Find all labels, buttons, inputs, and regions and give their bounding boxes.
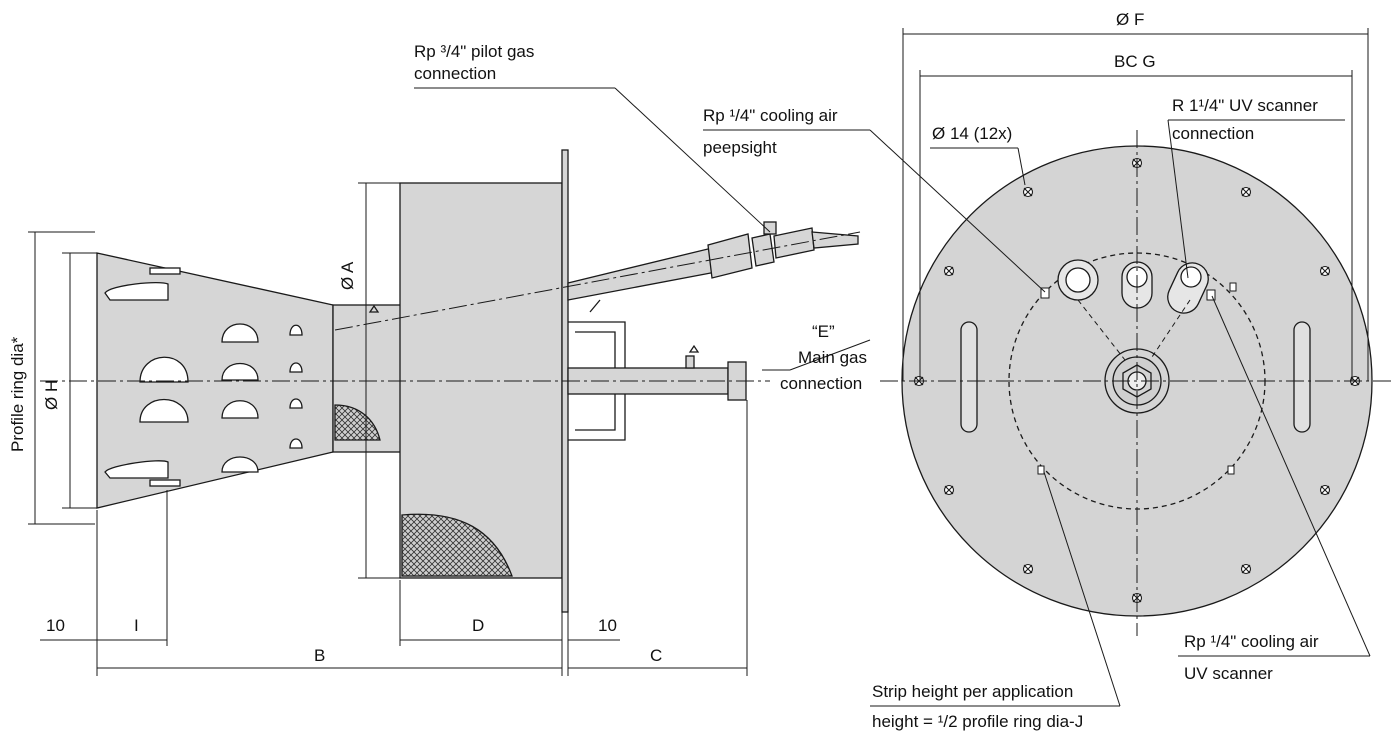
cooling-air-uv-label-line1: Rp ¹/4" cooling air [1184, 632, 1319, 651]
mesh-insert-large [401, 513, 513, 577]
cone-slots [104, 267, 303, 487]
peepsight-bore [1065, 267, 1091, 293]
strip-height-label-line1: Strip height per application [872, 682, 1074, 701]
uv-scanner-connection-label-line2: connection [1172, 124, 1255, 143]
marker-icon [1037, 465, 1045, 475]
bolt-hole-icon [1319, 484, 1331, 496]
dim-i: I [134, 616, 139, 635]
profile-ring-label: Profile ring dia* [8, 336, 27, 452]
pilot-center-line [334, 231, 861, 331]
screw-icon [368, 304, 380, 313]
dim-h: Ø H [42, 379, 61, 410]
main-gas-nut [685, 355, 695, 369]
cooling-air-peepsight-label-line2: peepsight [703, 138, 777, 157]
pilot-valve [763, 221, 777, 235]
mesh-insert-small [334, 404, 381, 441]
dim-10-left: 10 [46, 616, 65, 635]
pilot-gas-label-line1: Rp ³/4" pilot gas [414, 42, 535, 61]
bolt-hole-icon [1240, 563, 1252, 575]
cooling-air-uv-label-line2: UV scanner [1184, 664, 1273, 683]
dash-link [1077, 299, 1126, 361]
uv-scanner-bore [1180, 266, 1202, 288]
dim-a: Ø A [338, 261, 357, 290]
front-dimensions [902, 28, 1369, 381]
main-gas-label-line1: Main gas [798, 348, 867, 367]
bolt-hole-icon [1240, 186, 1252, 198]
dim-d: D [472, 616, 485, 635]
pilot-pipe-break [589, 299, 601, 313]
strip-slot-right [1293, 321, 1311, 433]
pilot-fitting-4 [811, 231, 859, 249]
strip-slot-left [960, 321, 978, 433]
front-leaders [703, 119, 1371, 707]
main-gas-label-line0: “E” [812, 322, 835, 341]
pilot-fitting-3 [773, 227, 815, 259]
side-leaders [414, 87, 871, 371]
dim-c: C [650, 646, 663, 665]
cooling-air-peepsight-label-line1: Rp ¹/4" cooling air [703, 106, 838, 125]
dim-g: BC G [1114, 52, 1156, 71]
dash-link [1149, 299, 1191, 361]
marker-icon [1040, 287, 1050, 299]
uv-scanner-connection-label-line1: R 1¹/4" UV scanner [1172, 96, 1318, 115]
pilot-gas-pipe [567, 247, 717, 301]
screw-icon [688, 344, 700, 353]
marker-icon [1227, 465, 1235, 475]
dim-f: Ø F [1116, 10, 1145, 29]
bolt-hole-icon [1022, 186, 1034, 198]
marker-icon [1206, 289, 1216, 301]
hole-spec-label: Ø 14 (12x) [932, 124, 1013, 143]
bolt-hole-icon [943, 265, 955, 277]
main-gas-label-line2: connection [780, 374, 863, 393]
side-dimensions [28, 182, 748, 676]
pilot-gas-label-line2: connection [414, 64, 497, 83]
bolt-hole-icon [1022, 563, 1034, 575]
dim-b: B [314, 646, 326, 665]
marker-icon [1229, 282, 1237, 292]
dim-10-right: 10 [598, 616, 617, 635]
bolt-hole-icon [1319, 265, 1331, 277]
bolt-hole-icon [943, 484, 955, 496]
strip-height-label-line2: height = ¹/2 profile ring dia-J [872, 712, 1084, 731]
